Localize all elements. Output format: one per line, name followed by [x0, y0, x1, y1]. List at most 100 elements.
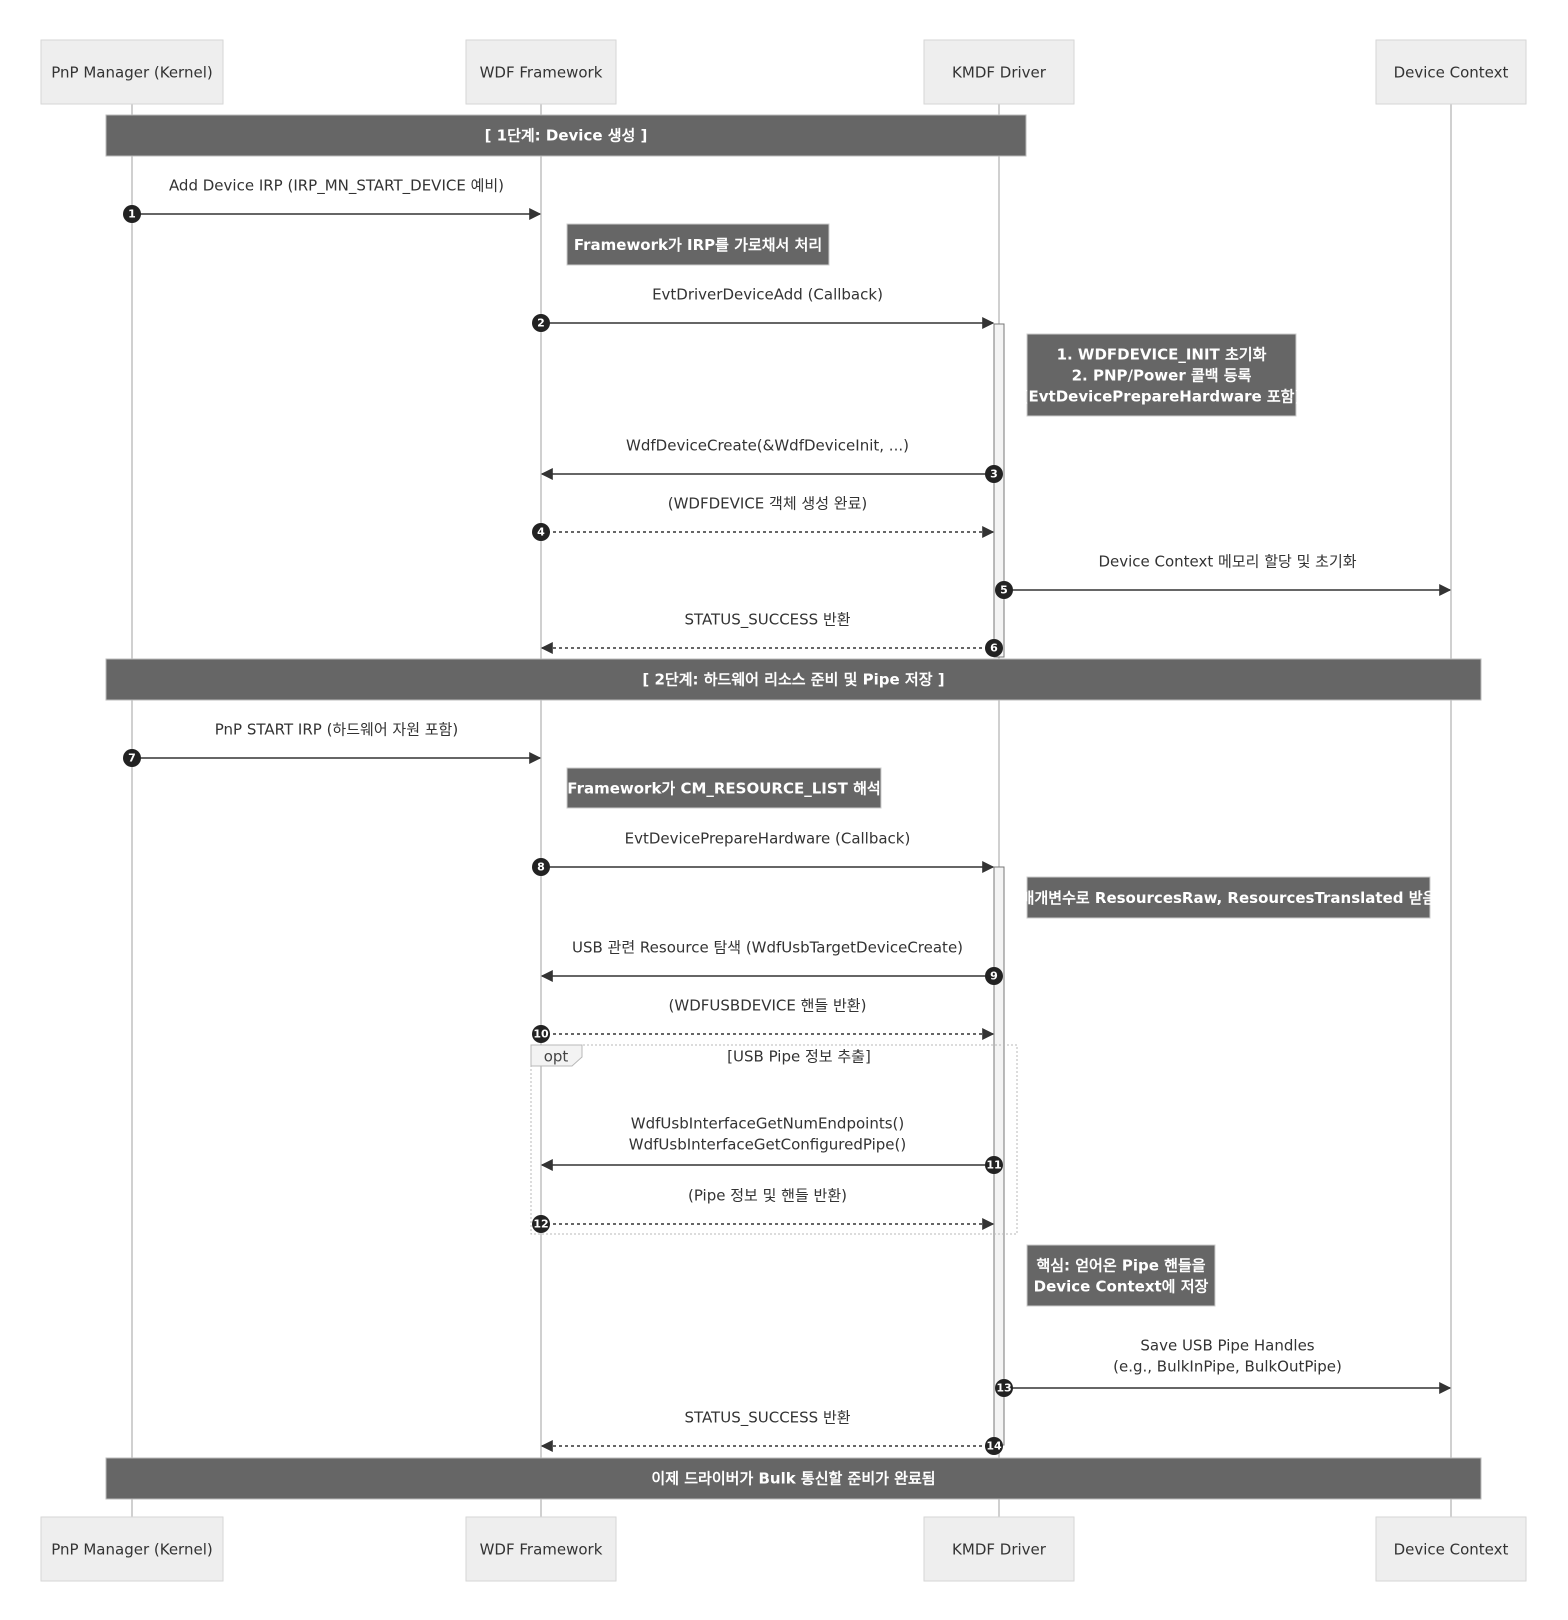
- sequence-number: 6: [990, 642, 998, 655]
- actor-box: [40, 39, 224, 105]
- note-box: [566, 223, 830, 266]
- actor-box: [923, 39, 1075, 105]
- sequence-number-badge: 14: [985, 1437, 1003, 1455]
- opt-frame: [530, 1044, 1018, 1235]
- note-text-line: Framework가 IRP를 가로채서 처리: [574, 236, 822, 254]
- phase-band-label: [ 2단계: 하드웨어 리소스 준비 및 Pipe 저장 ]: [642, 671, 944, 689]
- actor-box: [1375, 1516, 1527, 1582]
- opt-fragment: opt[USB Pipe 정보 추출]: [530, 1044, 1018, 1235]
- message-label: WdfUsbInterfaceGetNumEndpoints(): [631, 1115, 904, 1133]
- sequence-number: 3: [990, 468, 998, 481]
- note-text-line: Framework가 CM_RESOURCE_LIST 해석: [567, 780, 880, 798]
- note-box: [1026, 1244, 1216, 1307]
- actor-label: KMDF Driver: [952, 64, 1047, 82]
- message-3: WdfDeviceCreate(&WdfDeviceInit, ...) 3: [540, 437, 1003, 483]
- note-text-line: (EvtDevicePrepareHardware 포함): [1022, 388, 1302, 406]
- message-label: Add Device IRP (IRP_MN_START_DEVICE 예비): [169, 177, 504, 196]
- sequence-number-circle: [985, 1156, 1003, 1174]
- phase-band-2: [ 2단계: 하드웨어 리소스 준비 및 Pipe 저장 ]: [105, 658, 1482, 701]
- message-label: WdfDeviceCreate(&WdfDeviceInit, ...): [626, 437, 909, 455]
- note-text-line: 1. WDFDEVICE_INIT 초기화: [1057, 346, 1267, 364]
- message-6: STATUS_SUCCESS 반환 6: [540, 611, 1003, 657]
- sequence-number-circle: [995, 1379, 1013, 1397]
- actor-label: Device Context: [1394, 64, 1509, 82]
- sequence-number-badge: 13: [995, 1379, 1013, 1397]
- sequence-number-circle: [985, 1437, 1003, 1455]
- message-7: PnP START IRP (하드웨어 자원 포함) 7: [123, 721, 542, 767]
- message-1: Add Device IRP (IRP_MN_START_DEVICE 예비) 1: [123, 177, 542, 223]
- phase-band-label: [ 1단계: Device 생성 ]: [485, 127, 648, 145]
- sequence-number-circle: [123, 749, 141, 767]
- actor-label: KMDF Driver: [952, 1541, 1047, 1559]
- note-text-line: Device Context에 저장: [1034, 1278, 1209, 1296]
- sequence-number-badge: 5: [995, 581, 1013, 599]
- sequence-number-badge: 2: [532, 314, 550, 332]
- message-2: EvtDriverDeviceAdd (Callback)2: [532, 286, 995, 332]
- actor-wdf-top: WDF Framework: [465, 39, 617, 105]
- message-label: STATUS_SUCCESS 반환: [684, 1409, 850, 1428]
- sequence-number: 13: [996, 1382, 1011, 1395]
- actor-label: PnP Manager (Kernel): [51, 64, 212, 82]
- message-12: (Pipe 정보 및 핸들 반환)12: [532, 1187, 995, 1233]
- actor-box: [40, 1516, 224, 1582]
- phase-band-3: 이제 드라이버가 Bulk 통신할 준비가 완료됨: [105, 1457, 1482, 1500]
- sequence-number: 1: [128, 208, 136, 221]
- message-label: EvtDevicePrepareHardware (Callback): [625, 830, 911, 848]
- phase-band-box: [105, 658, 1482, 701]
- message-9: USB 관련 Resource 탐색 (WdfUsbTargetDeviceCr…: [540, 939, 1003, 985]
- message-label: (WDFDEVICE 객체 생성 완료): [668, 495, 867, 513]
- activation-bar-kmdf-2: [993, 866, 1005, 1446]
- sequence-number-circle: [532, 1215, 550, 1233]
- actor-box: [465, 39, 617, 105]
- note-box: [1026, 333, 1297, 417]
- note-box: [566, 767, 882, 809]
- sequence-number-badge: 10: [532, 1025, 550, 1043]
- sequence-number: 10: [533, 1028, 549, 1041]
- message-label: USB 관련 Resource 탐색 (WdfUsbTargetDeviceCr…: [572, 939, 963, 957]
- actor-box: [923, 1516, 1075, 1582]
- note-text-line: 핵심: 얻어온 Pipe 핸들을: [1036, 1257, 1205, 1275]
- sequence-number-circle: [985, 639, 1003, 657]
- sequence-number-badge: 6: [985, 639, 1003, 657]
- sequence-number: 8: [537, 861, 545, 874]
- actor-ctx-top: Device Context: [1375, 39, 1527, 105]
- message-11: WdfUsbInterfaceGetNumEndpoints() WdfUsbIn…: [540, 1115, 1003, 1174]
- sequence-number: 2: [537, 317, 545, 330]
- sequence-number: 12: [533, 1218, 548, 1231]
- sequence-number: 7: [128, 752, 136, 765]
- message-label: Save USB Pipe Handles: [1140, 1337, 1314, 1355]
- phase-band-1: [ 1단계: Device 생성 ]: [105, 114, 1027, 157]
- message-label: PnP START IRP (하드웨어 자원 포함): [215, 721, 458, 739]
- message-label: WdfUsbInterfaceGetConfiguredPipe(): [629, 1136, 906, 1154]
- actor-pnp-bottom: PnP Manager (Kernel): [40, 1516, 224, 1582]
- sequence-number-circle: [985, 967, 1003, 985]
- actor-box: [465, 1516, 617, 1582]
- sequence-number-circle: [532, 1025, 550, 1043]
- actor-label: WDF Framework: [480, 64, 603, 82]
- actor-wdf-bottom: WDF Framework: [465, 1516, 617, 1582]
- note-text-line: 2. PNP/Power 콜백 등록: [1072, 367, 1252, 385]
- note-2: 1. WDFDEVICE_INIT 초기화 2. PNP/Power 콜백 등록 (…: [1022, 333, 1302, 417]
- opt-condition: [USB Pipe 정보 추출]: [727, 1048, 871, 1066]
- actor-pnp-top: PnP Manager (Kernel): [40, 39, 224, 105]
- sequence-number: 4: [537, 526, 545, 539]
- note-1: Framework가 IRP를 가로채서 처리: [566, 223, 830, 266]
- activation-bar-kmdf-1: [993, 323, 1005, 658]
- message-13: Save USB Pipe Handles(e.g., BulkInPipe, …: [995, 1337, 1452, 1397]
- actor-ctx-bottom: Device Context: [1375, 1516, 1527, 1582]
- sequence-number: 9: [990, 970, 998, 983]
- message-14: STATUS_SUCCESS 반환 14: [540, 1409, 1003, 1455]
- message-label: STATUS_SUCCESS 반환: [684, 611, 850, 630]
- message-8: EvtDevicePrepareHardware (Callback) 8: [532, 830, 995, 876]
- message-10: (WDFUSBDEVICE 핸들 반환) 10: [532, 997, 995, 1043]
- sequence-number: 14: [986, 1440, 1002, 1453]
- note-box: [1026, 876, 1431, 919]
- sequence-number-badge: 11: [985, 1156, 1003, 1174]
- opt-tab: [530, 1044, 583, 1067]
- note-4: 매개변수로 ResourcesRaw, ResourcesTranslated …: [1021, 876, 1437, 919]
- sequence-number-circle: [985, 465, 1003, 483]
- actor-label: PnP Manager (Kernel): [51, 1541, 212, 1559]
- message-label: (WDFUSBDEVICE 핸들 반환): [669, 997, 867, 1015]
